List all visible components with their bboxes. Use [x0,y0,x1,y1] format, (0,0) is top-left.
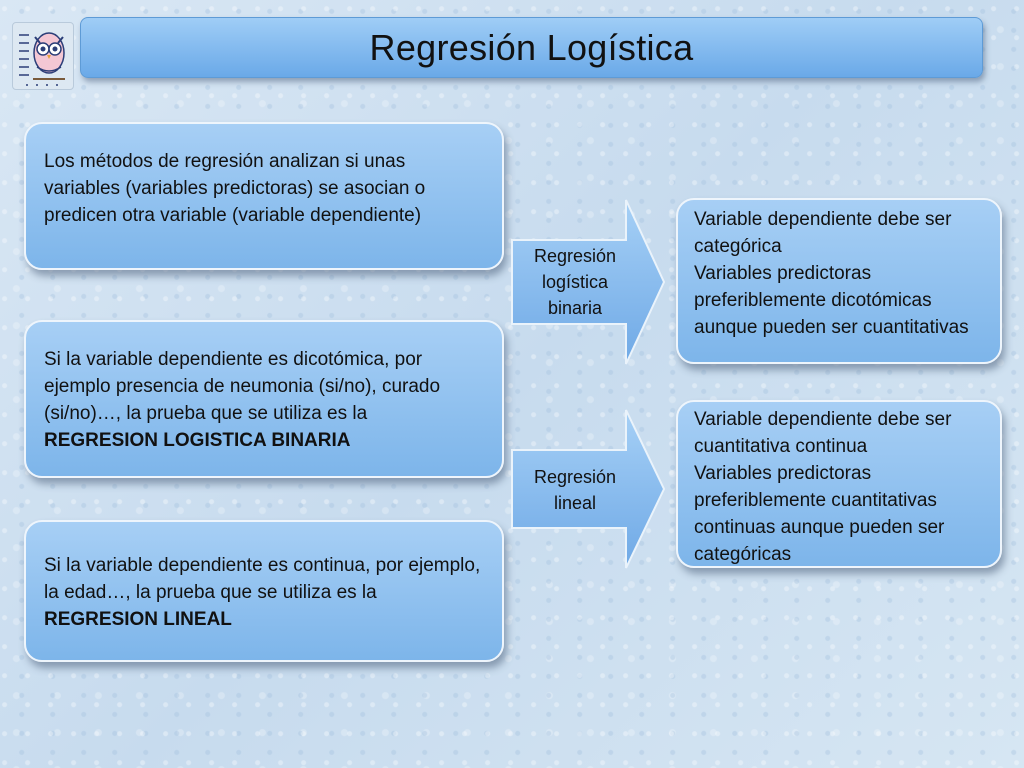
arrow-linear-line-1: Regresión [533,467,617,487]
arrow-logistic-shape [511,199,666,365]
page-title: Regresión Logística [369,26,694,68]
arrow-linear-label: Regresión lineal [512,464,638,516]
intro-box: Los métodos de regresión analizan si una… [24,122,504,270]
arrow-linear: Regresión lineal [508,408,668,570]
arrow-linear-line-2: lineal [553,493,597,513]
intro-text: Los métodos de regresión analizan si una… [44,151,426,226]
linear-requirements-box: Variable dependiente debe ser cuantitati… [676,400,1002,568]
binary-case-box: Si la variable dependiente es dicotómica… [24,320,504,478]
logistic-req-line-2: Variables predictoras preferiblemente di… [694,263,969,338]
linear-case-text-bold: REGRESION LINEAL [44,609,232,630]
linear-case-box: Si la variable dependiente es continua, … [24,520,504,662]
binary-case-text-bold: REGRESION LOGISTICA BINARIA [44,430,351,451]
arrow-logistic-label: Regresión logística binaria [512,243,638,321]
binary-case-text: Si la variable dependiente es dicotómica… [44,346,484,454]
linear-req-line-1: Variable dependiente debe ser cuantitati… [694,409,952,457]
linear-case-text: Si la variable dependiente es continua, … [44,552,484,633]
owl-icon [19,32,65,86]
arrow-logistic-line-3: binaria [547,298,603,318]
arrow-logistic: Regresión logística binaria [508,198,668,366]
binary-case-text-main: Si la variable dependiente es dicotómica… [44,349,441,424]
arrow-linear-shape [511,409,666,569]
linear-req-line-2: Variables predictoras preferiblemente cu… [694,463,945,565]
logistic-requirements-box: Variable dependiente debe ser categórica… [676,198,1002,364]
arrow-logistic-line-1: Regresión [533,246,617,266]
linear-case-text-main: Si la variable dependiente es continua, … [44,555,481,603]
owl-logo [12,22,74,90]
arrow-logistic-line-2: logística [541,272,609,292]
logistic-req-line-1: Variable dependiente debe ser categórica [694,209,952,257]
title-bar: Regresión Logística [80,17,983,78]
